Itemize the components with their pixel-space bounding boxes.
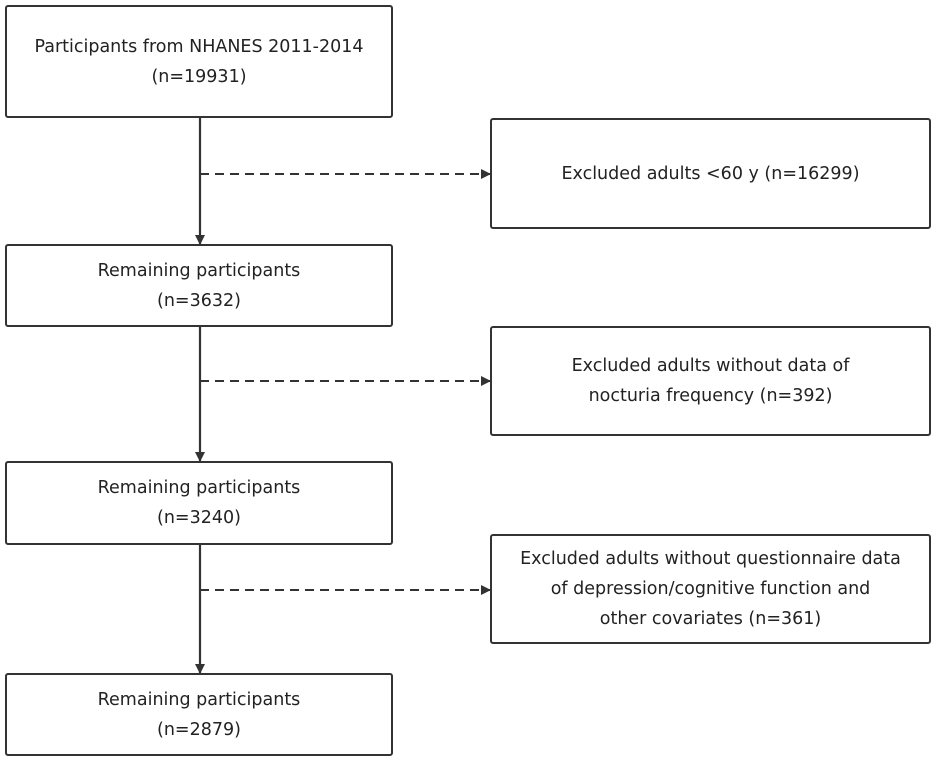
step-box-2: Remaining participants (n=3632) bbox=[5, 244, 393, 327]
step-box-1: Participants from NHANES 2011-2014 (n=19… bbox=[5, 5, 393, 118]
step-title: Remaining participants bbox=[97, 260, 301, 281]
step-box-3: Remaining participants (n=3240) bbox=[5, 461, 393, 545]
exclusion-text: Excluded adults without data of bbox=[571, 356, 850, 376]
step-count: (n=19931) bbox=[151, 66, 247, 87]
exclusion-text: Excluded adults <60 y (n=16299) bbox=[561, 163, 860, 184]
exclusion-box-3: Excluded adults without questionnaire da… bbox=[490, 534, 931, 644]
step-count: (n=3632) bbox=[157, 290, 241, 311]
exclusion-text: of depression/cognitive function and bbox=[550, 579, 871, 599]
exclusion-text: other covariates (n=361) bbox=[599, 609, 822, 629]
step-title: Participants from NHANES 2011-2014 bbox=[34, 36, 364, 57]
step-box-4: Remaining participants (n=2879) bbox=[5, 673, 393, 756]
step-count: (n=3240) bbox=[157, 508, 241, 528]
step-count: (n=2879) bbox=[157, 719, 241, 740]
exclusion-text: nocturia frequency (n=392) bbox=[588, 386, 833, 406]
exclusion-box-1: Excluded adults <60 y (n=16299) bbox=[490, 118, 931, 229]
exclusion-text: Excluded adults without questionnaire da… bbox=[520, 549, 901, 569]
step-title: Remaining participants bbox=[97, 689, 301, 710]
step-title: Remaining participants bbox=[97, 478, 301, 498]
exclusion-box-2: Excluded adults without data of nocturia… bbox=[490, 326, 931, 436]
